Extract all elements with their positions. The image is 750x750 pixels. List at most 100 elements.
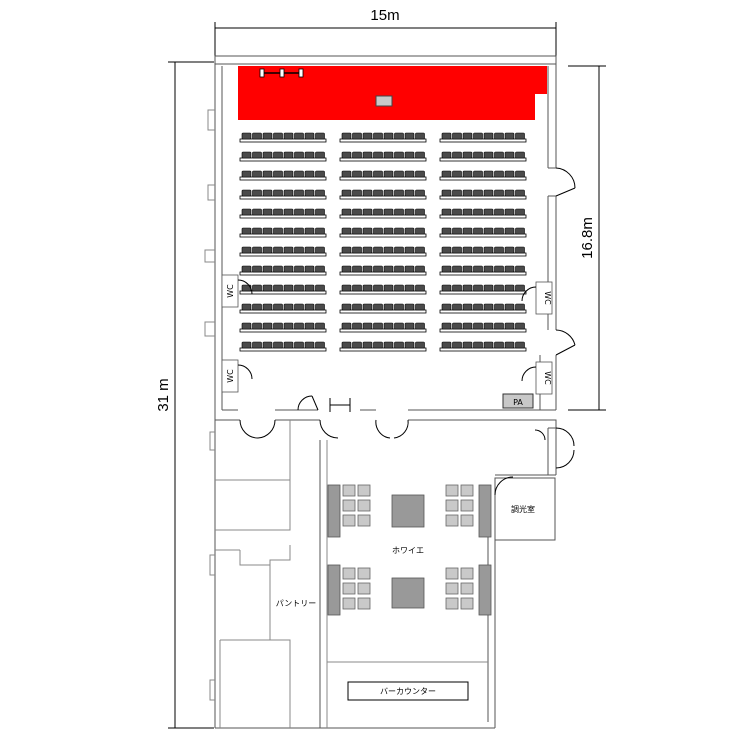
- seat: [383, 322, 394, 330]
- seat: [273, 227, 283, 235]
- seat: [252, 151, 262, 159]
- width-label: 15m: [370, 7, 399, 24]
- seat: [341, 246, 352, 254]
- seat: [294, 246, 304, 254]
- seat: [362, 322, 373, 330]
- seat: [462, 246, 473, 254]
- seat-row-desk: [239, 271, 327, 276]
- seat: [294, 227, 304, 235]
- seat: [473, 341, 483, 349]
- seat: [362, 246, 373, 254]
- seat: [415, 170, 425, 178]
- seat: [494, 227, 504, 235]
- seat-row-desk: [439, 252, 527, 257]
- seat: [304, 227, 315, 235]
- seat: [515, 132, 525, 140]
- seat: [441, 265, 452, 273]
- seat: [241, 189, 252, 197]
- seat: [452, 265, 462, 273]
- seat: [394, 170, 404, 178]
- seat: [283, 132, 294, 140]
- seat: [373, 265, 383, 273]
- seat: [383, 132, 394, 140]
- seat-row-desk: [239, 347, 327, 352]
- seat: [441, 151, 452, 159]
- seat: [504, 227, 515, 235]
- pa-label: PA: [513, 398, 523, 407]
- seat: [483, 303, 494, 311]
- seat-row-desk: [339, 157, 427, 162]
- seat: [452, 227, 462, 235]
- seat: [494, 284, 504, 292]
- seat: [241, 341, 252, 349]
- seat: [241, 208, 252, 216]
- seat: [273, 341, 283, 349]
- hall-right-doors: [555, 167, 576, 356]
- seat: [373, 284, 383, 292]
- seat: [504, 322, 515, 330]
- seat: [473, 189, 483, 197]
- seat: [452, 132, 462, 140]
- seat: [394, 227, 404, 235]
- seat: [415, 322, 425, 330]
- seat: [273, 189, 283, 197]
- seat: [462, 265, 473, 273]
- seat: [483, 246, 494, 254]
- seat: [341, 265, 352, 273]
- depth-hall-label: 16.8m: [579, 217, 596, 259]
- seat: [383, 284, 394, 292]
- bar-counter-label: バーカウンター: [380, 687, 436, 696]
- seat-row-desk: [339, 252, 427, 257]
- seat: [415, 284, 425, 292]
- seat: [262, 208, 273, 216]
- seat: [383, 265, 394, 273]
- seat: [341, 341, 352, 349]
- seat-row-desk: [339, 347, 427, 352]
- seat: [362, 265, 373, 273]
- seat: [483, 284, 494, 292]
- seat: [362, 189, 373, 197]
- seat: [504, 151, 515, 159]
- seat: [352, 246, 362, 254]
- seat: [341, 322, 352, 330]
- seat: [473, 265, 483, 273]
- seat: [362, 303, 373, 311]
- seat: [494, 341, 504, 349]
- seat: [462, 189, 473, 197]
- seat: [373, 151, 383, 159]
- seat: [315, 303, 325, 311]
- seat: [373, 341, 383, 349]
- seat: [315, 132, 325, 140]
- seat: [304, 303, 315, 311]
- seat: [394, 284, 404, 292]
- seat: [262, 322, 273, 330]
- pantry-label: パントリー: [276, 599, 316, 608]
- seat: [515, 284, 525, 292]
- seat: [304, 151, 315, 159]
- seat: [462, 227, 473, 235]
- seat: [294, 265, 304, 273]
- seat-row-desk: [239, 138, 327, 143]
- foyer-label: ホワイエ: [392, 546, 424, 555]
- wc-left-2: WC: [221, 359, 253, 393]
- seat: [404, 208, 415, 216]
- seat: [515, 189, 525, 197]
- seat: [462, 170, 473, 178]
- seat: [441, 208, 452, 216]
- seat: [415, 132, 425, 140]
- seat: [294, 341, 304, 349]
- seat: [504, 246, 515, 254]
- seat: [352, 132, 362, 140]
- seat: [252, 132, 262, 140]
- seat-row-desk: [239, 328, 327, 333]
- seat-row-desk: [439, 233, 527, 238]
- seat-row-desk: [239, 309, 327, 314]
- seat: [473, 284, 483, 292]
- seat: [273, 208, 283, 216]
- seat: [241, 303, 252, 311]
- seat: [383, 303, 394, 311]
- seat-row-desk: [439, 157, 527, 162]
- seat: [304, 265, 315, 273]
- seat: [241, 265, 252, 273]
- seat: [515, 227, 525, 235]
